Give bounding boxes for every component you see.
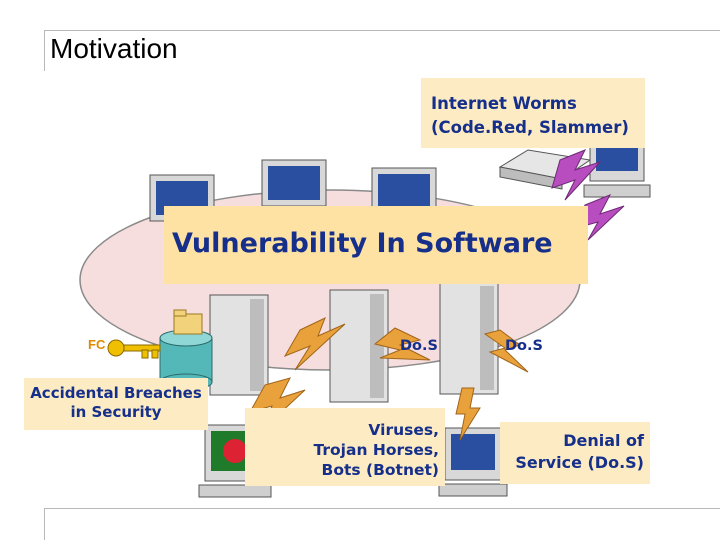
accidental-line1: Accidental Breaches	[24, 384, 208, 403]
folder-icon	[174, 310, 202, 334]
server-icon	[330, 290, 388, 402]
vulnerability-label: Vulnerability In Software	[164, 206, 588, 284]
accidental-breaches-label: Accidental Breaches in Security	[24, 378, 208, 430]
computer-icon	[262, 160, 326, 206]
dos-label-left: Do.S	[400, 338, 438, 354]
internet-worms-line1: Internet Worms	[431, 92, 645, 116]
denial-line2: Service (Do.S)	[500, 452, 644, 474]
accidental-line2: in Security	[24, 403, 208, 422]
computer-icon	[439, 428, 507, 496]
denial-line1: Denial of	[500, 430, 644, 452]
viruses-line1: Viruses,	[245, 420, 439, 440]
viruses-line3: Bots (Botnet)	[245, 460, 439, 480]
server-icon	[210, 295, 268, 395]
viruses-label: Viruses, Trojan Horses, Bots (Botnet)	[245, 408, 445, 486]
fc-label: FC	[88, 337, 105, 352]
viruses-line2: Trojan Horses,	[245, 440, 439, 460]
server-icon	[440, 282, 498, 394]
dos-label-right: Do.S	[505, 338, 543, 354]
denial-of-service-label: Denial of Service (Do.S)	[500, 422, 650, 484]
internet-worms-line2: (Code.Red, Slammer)	[431, 116, 645, 140]
internet-worms-label: Internet Worms (Code.Red, Slammer)	[421, 78, 645, 148]
